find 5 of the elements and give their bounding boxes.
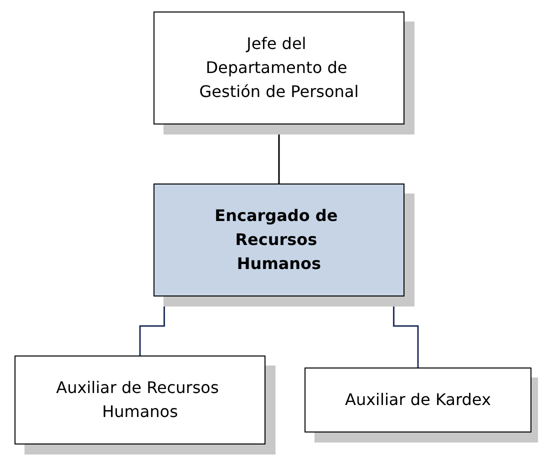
node-box: Auxiliar de Kardex (304, 368, 531, 432)
node-box: Jefe del Departamento de Gestión de Personal (153, 12, 404, 124)
connector (278, 123, 280, 185)
node-box: Encargado de Recursos Humanos (153, 184, 404, 296)
node-box: Auxiliar de Recursos Humanos (14, 356, 266, 444)
